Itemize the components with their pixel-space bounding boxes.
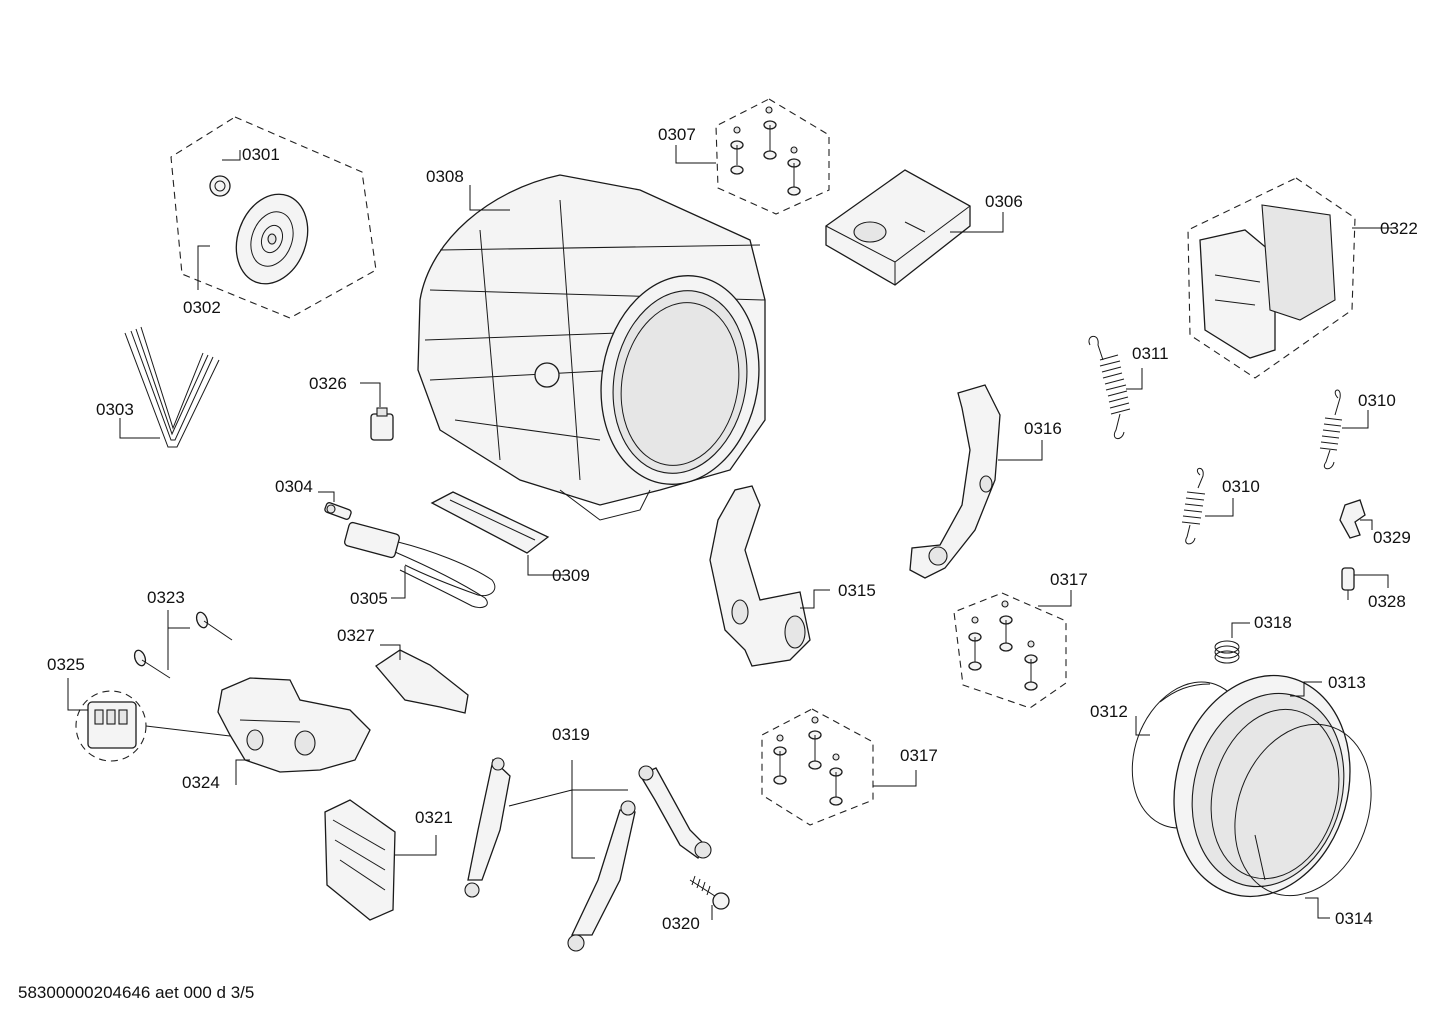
control-board-0321 (324, 799, 396, 921)
baffle-0309 (430, 491, 550, 554)
screw-set-0317-lower (761, 708, 874, 826)
label-0313: 0313 (1328, 673, 1366, 692)
label-0324: 0324 (182, 773, 220, 792)
label-0303: 0303 (96, 400, 134, 419)
drive-belt (124, 326, 220, 448)
fitting-0328 (1341, 567, 1355, 600)
label-0310b: 0310 (1222, 477, 1260, 496)
label-0323: 0323 (147, 588, 185, 607)
cover-0306 (825, 169, 971, 286)
label-0311: 0311 (1132, 344, 1169, 363)
screw-set-0317-upper (953, 592, 1067, 709)
label-0319: 0319 (552, 725, 590, 744)
label-0329: 0329 (1373, 528, 1411, 547)
label-0301: 0301 (242, 145, 280, 164)
label-0310a: 0310 (1358, 391, 1396, 410)
label-0306: 0306 (985, 192, 1023, 211)
connector-detail-0325 (75, 690, 231, 762)
bracket-0316 (909, 384, 1001, 579)
pulley-assembly (170, 116, 377, 319)
spring-0310-upper (1319, 389, 1343, 470)
clip-0329 (1339, 499, 1366, 539)
label-0309: 0309 (552, 566, 590, 585)
label-0326: 0326 (309, 374, 347, 393)
motor-0324 (217, 677, 371, 773)
clamp-0318 (1214, 640, 1240, 664)
bolt-0320 (689, 875, 730, 910)
drawing-reference: 58300000204646 aet 000 d 3/5 (18, 983, 254, 1002)
door-gasket-assembly (1131, 674, 1372, 898)
ntc-sensor-0304 (324, 502, 352, 520)
spring-0311 (1088, 335, 1131, 439)
label-0317b: 0317 (900, 746, 938, 765)
screw-set-0307 (715, 98, 830, 215)
label-0312: 0312 (1090, 702, 1128, 721)
label-0318: 0318 (1254, 613, 1292, 632)
label-0316: 0316 (1024, 419, 1062, 438)
label-0308: 0308 (426, 167, 464, 186)
control-module-0322 (1187, 177, 1356, 379)
insulation-0327 (375, 649, 469, 714)
label-0314: 0314 (1335, 909, 1373, 928)
label-0307: 0307 (658, 125, 696, 144)
shock-absorbers-0319 (464, 757, 712, 952)
sensor-0326 (370, 407, 394, 441)
label-0302: 0302 (183, 298, 221, 317)
tub-drum (417, 174, 766, 521)
label-0325: 0325 (47, 655, 85, 674)
screws-0323 (133, 611, 233, 679)
label-0321: 0321 (415, 808, 453, 827)
label-0327: 0327 (337, 626, 375, 645)
heater-0305 (344, 521, 496, 609)
label-0305: 0305 (350, 589, 388, 608)
label-0315: 0315 (838, 581, 876, 600)
label-0317a: 0317 (1050, 570, 1088, 589)
label-0320: 0320 (662, 914, 700, 933)
label-0328: 0328 (1368, 592, 1406, 611)
label-0322: 0322 (1380, 219, 1418, 238)
spring-0310-lower (1181, 467, 1206, 545)
bracket-0315 (709, 485, 811, 667)
label-0304: 0304 (275, 477, 313, 496)
